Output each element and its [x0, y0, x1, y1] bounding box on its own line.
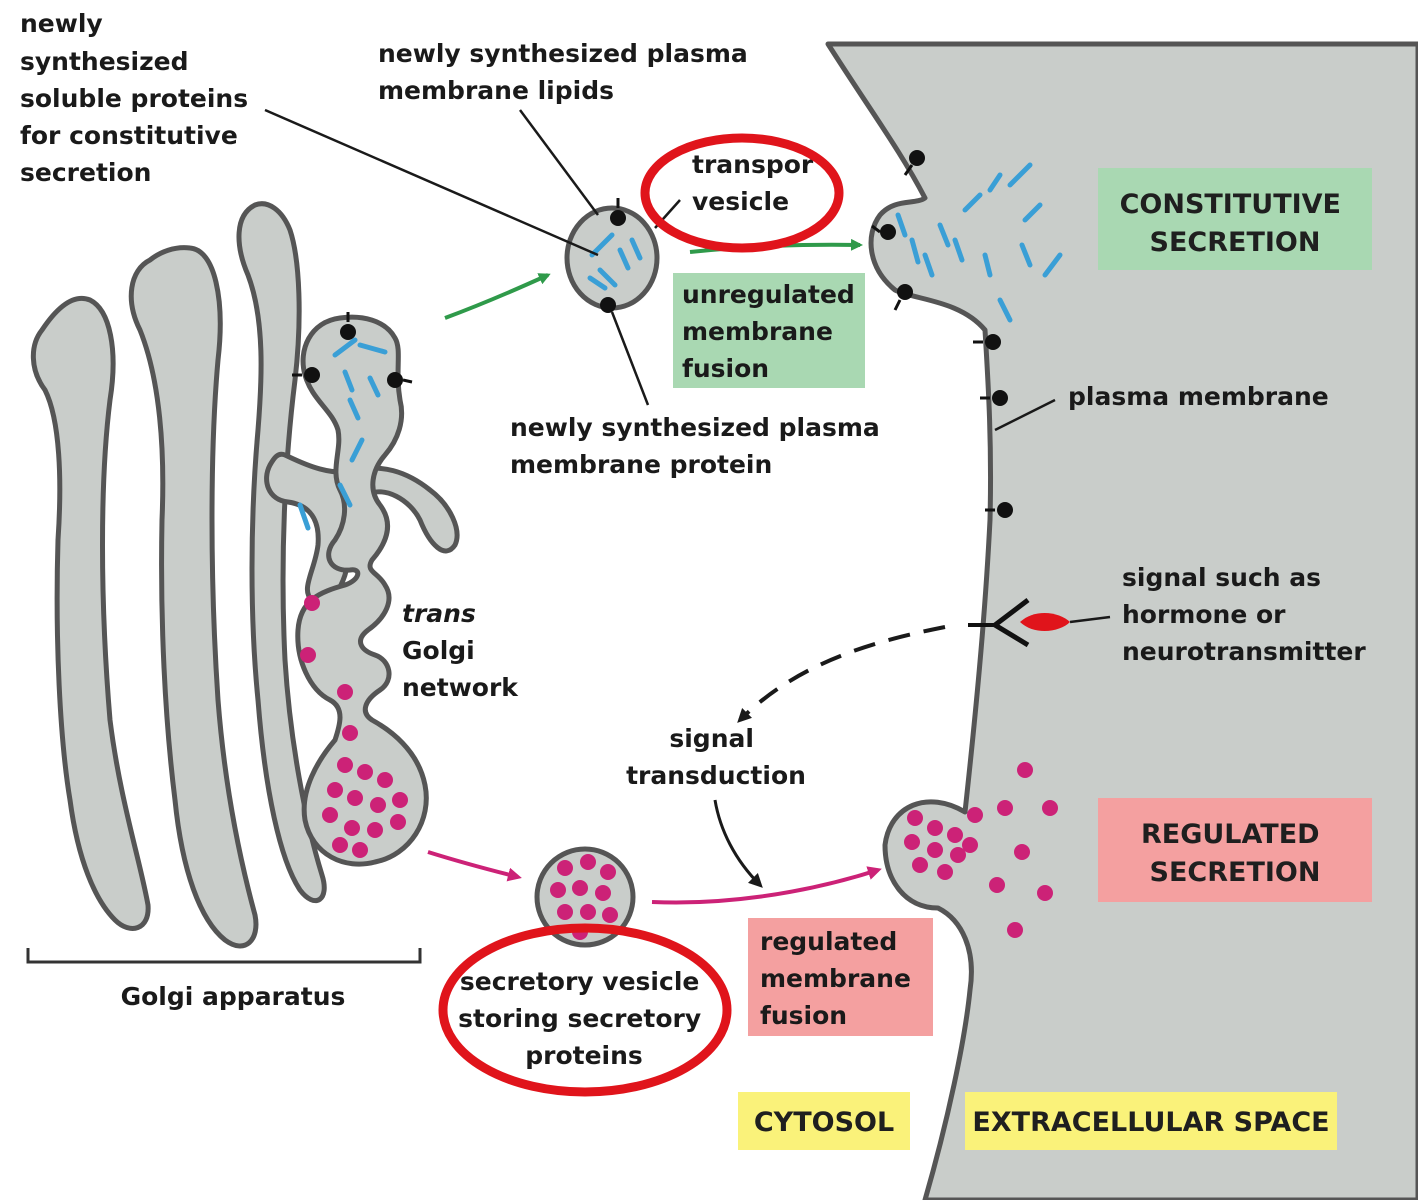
leader-membrane-lipids [518, 109, 600, 216]
label-secretory-vesicle: secretory vesicle storing secretory prot… [458, 967, 710, 1070]
arrow-signal-transduction-dashed [737, 625, 946, 723]
highlight-secretory-vesicle [438, 923, 732, 1097]
highlight-transport-vesicle [640, 133, 844, 253]
golgi-cisterna-3 [236, 201, 327, 904]
label-cytosol: CYTOSOL [754, 1107, 894, 1138]
tgn-membrane-proteins [292, 312, 413, 388]
regulated-fusion-box [748, 918, 933, 1036]
constitutive-secretion-box [1098, 168, 1372, 270]
label-membrane-protein: newly synthesized plasma membrane protei… [510, 413, 889, 479]
receptor [968, 598, 1030, 648]
tgn-secretory-proteins [300, 595, 408, 858]
tgn-lipid-cargo [297, 337, 388, 531]
golgi-bracket [26, 948, 422, 964]
label-signal-transduction: signal transduction [626, 724, 806, 790]
leader-membrane-protein [610, 311, 650, 406]
unregulated-fusion-box [673, 273, 865, 388]
constitutive-cargo [895, 162, 1063, 323]
arrow-transduction-to-fusion [713, 799, 763, 888]
signal-molecule [1020, 612, 1070, 632]
plasma-membrane-proteins [871, 150, 1013, 518]
label-soluble-proteins: newly synthesized soluble proteins for c… [20, 9, 257, 187]
label-signal: signal such as hormone or neurotransmitt… [1122, 563, 1366, 666]
arrow-golgi-to-secretory-vesicle [427, 850, 522, 882]
label-trans-golgi: trans Golgi network [402, 599, 519, 702]
transport-vesicle [564, 198, 660, 313]
leader-lines [264, 108, 1111, 624]
label-plasma-membrane: plasma membrane [1068, 382, 1329, 411]
golgi-cisterna-1 [30, 295, 151, 931]
trans-golgi-network [292, 312, 429, 867]
extracellular-region [825, 41, 1418, 1203]
arrow-secretory-vesicle-to-membrane [651, 866, 882, 905]
label-constitutive-secretion: CONSTITUTIVE SECRETION [1120, 189, 1351, 258]
label-transport-vesicle: transpor vesicle [692, 150, 822, 216]
label-extracellular-space: EXTRACELLULAR SPACE [972, 1107, 1329, 1138]
regulated-cargo [904, 762, 1058, 938]
label-membrane-lipids: newly synthesized plasma membrane lipids [378, 39, 757, 105]
label-regulated-secretion: REGULATED SECRETION [1141, 819, 1329, 888]
secretory-vesicle [534, 846, 636, 948]
cytosol-box [738, 1092, 910, 1150]
leader-signal [1069, 615, 1111, 624]
regulated-secretion-box [1098, 798, 1372, 902]
arrow-golgi-to-transport-vesicle [444, 273, 551, 320]
leader-soluble-proteins [264, 108, 599, 257]
label-regulated-fusion: regulated membrane fusion [760, 927, 920, 1030]
label-unregulated-fusion: unregulated membrane fusion [682, 280, 864, 383]
extracellular-space-box [965, 1092, 1337, 1150]
golgi-cisterna-2 [128, 245, 259, 949]
leader-plasma-membrane [994, 398, 1056, 432]
label-golgi-apparatus: Golgi apparatus [121, 982, 346, 1011]
trans-golgi-shape [295, 314, 429, 867]
golgi-apparatus [30, 201, 460, 949]
